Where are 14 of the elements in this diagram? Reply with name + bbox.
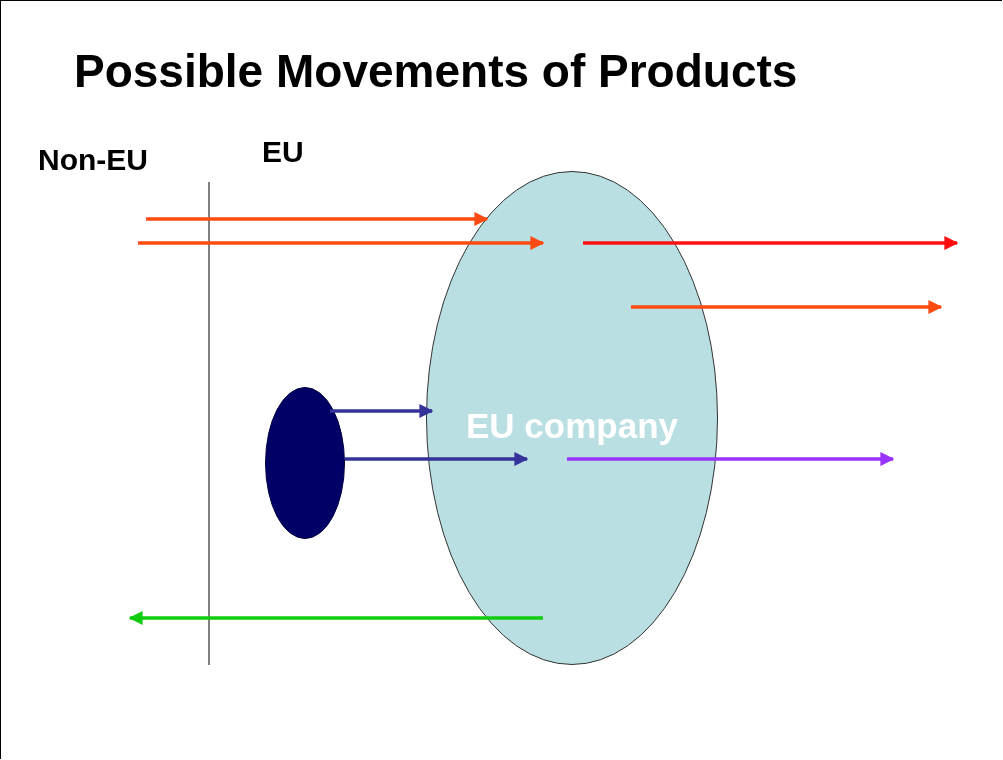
arrow [583,236,959,250]
arrow [128,611,543,625]
title: Possible Movements of Products [74,44,798,98]
arrow [146,212,489,226]
region-label: Non-EU [38,143,148,177]
arrow [345,452,529,466]
supplier-ellipse [265,387,345,539]
arrow [138,236,545,250]
arrow [631,300,943,314]
company-ellipse [426,171,718,665]
node-label: EU company [466,406,678,446]
region-label: EU [262,135,304,169]
arrow [330,404,434,418]
arrow [567,452,895,466]
